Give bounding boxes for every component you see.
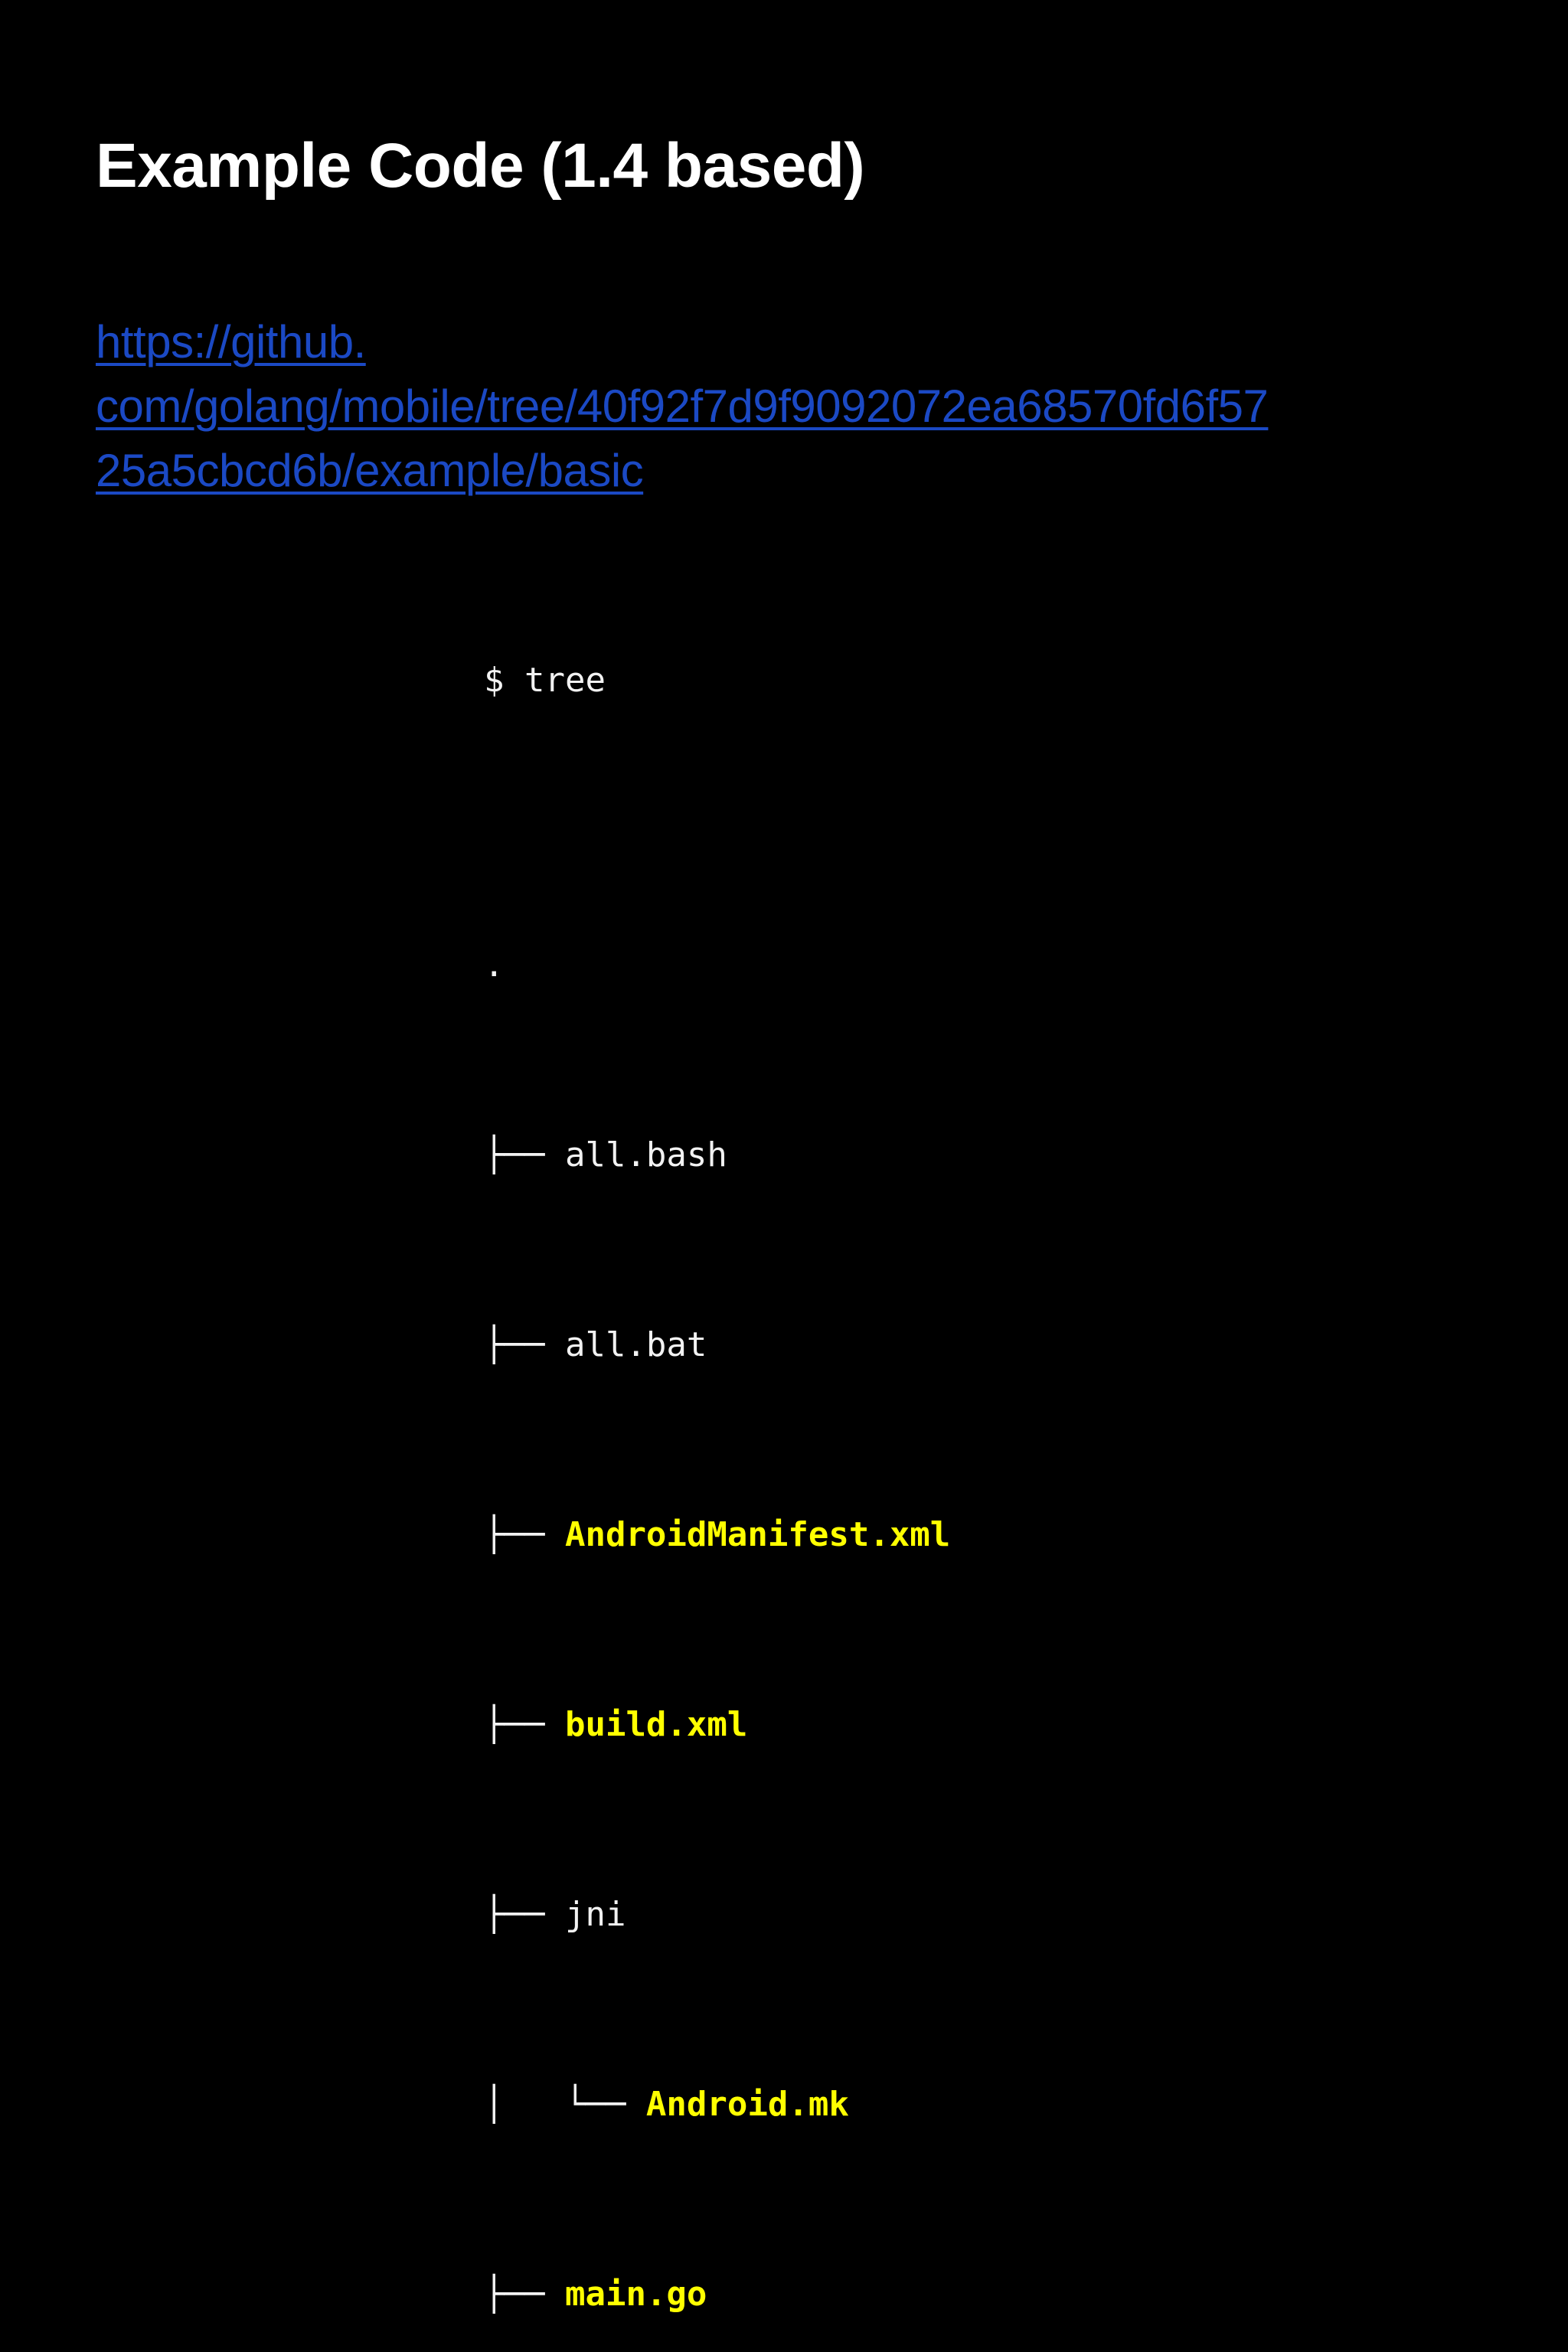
- terminal-blank-line-1: [484, 799, 950, 847]
- slide-canvas: Example Code (1.4 based) https://github.…: [96, 131, 1397, 2314]
- tree-branch-glyph: ├──: [484, 2275, 565, 2314]
- tree-row: │ └── Android.mk: [484, 2081, 950, 2128]
- link-line-1[interactable]: https://github.: [96, 316, 366, 368]
- page-title: Example Code (1.4 based): [96, 131, 865, 201]
- tree-row: ├── main.go: [484, 2271, 950, 2318]
- tree-branch-glyph: ├──: [484, 1135, 565, 1174]
- link-line-3[interactable]: 25a5cbcd6b/example/basic: [96, 445, 644, 496]
- tree-entry-name: all.bat: [564, 1325, 707, 1364]
- tree-entry-name: jni: [564, 1895, 626, 1934]
- tree-branch-glyph: │ └──: [484, 2085, 646, 2124]
- terminal-output: $ tree . ├── all.bash ├── all.bat ├── An…: [484, 514, 950, 2352]
- tree-entry-name: AndroidManifest.xml: [564, 1515, 951, 1554]
- tree-row: ├── build.xml: [484, 1701, 950, 1749]
- tree-row: ├── all.bat: [484, 1321, 950, 1369]
- tree-branch-glyph: ├──: [484, 1705, 565, 1744]
- tree-branch-glyph: ├──: [484, 1895, 565, 1934]
- tree-entry-name: all.bash: [564, 1135, 727, 1174]
- tree-entry-name: build.xml: [564, 1705, 748, 1744]
- link-line-2[interactable]: com/golang/mobile/tree/40f92f7d9f9092072…: [96, 381, 1269, 432]
- tree-row: ├── all.bash: [484, 1132, 950, 1179]
- terminal-prompt-line: $ tree: [484, 661, 606, 700]
- repository-link[interactable]: https://github. com/golang/mobile/tree/4…: [96, 310, 1397, 503]
- tree-row: ├── jni: [484, 1891, 950, 1939]
- tree-entry-name: Android.mk: [645, 2085, 849, 2124]
- tree-root: .: [484, 946, 505, 985]
- tree-row: ├── AndroidManifest.xml: [484, 1511, 950, 1559]
- tree-branch-glyph: ├──: [484, 1325, 565, 1364]
- tree-entry-name: main.go: [564, 2275, 707, 2314]
- tree-branch-glyph: ├──: [484, 1515, 565, 1554]
